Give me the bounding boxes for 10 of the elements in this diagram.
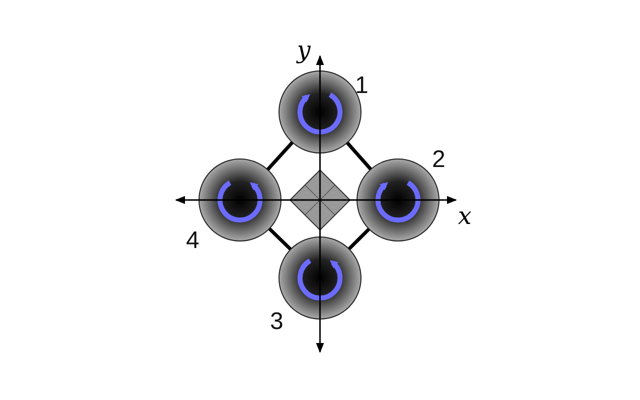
rotor-number: 2 xyxy=(432,148,446,172)
rotor-number: 4 xyxy=(186,229,200,253)
axis-label: x xyxy=(458,204,472,228)
frame-arm xyxy=(346,142,372,170)
rotor-number: 3 xyxy=(270,310,284,334)
frame-arm xyxy=(268,227,292,251)
frame-arm xyxy=(348,228,370,250)
rotor-number: 1 xyxy=(355,74,368,98)
frame-arm xyxy=(266,141,294,171)
axis-label: y xyxy=(297,38,311,62)
